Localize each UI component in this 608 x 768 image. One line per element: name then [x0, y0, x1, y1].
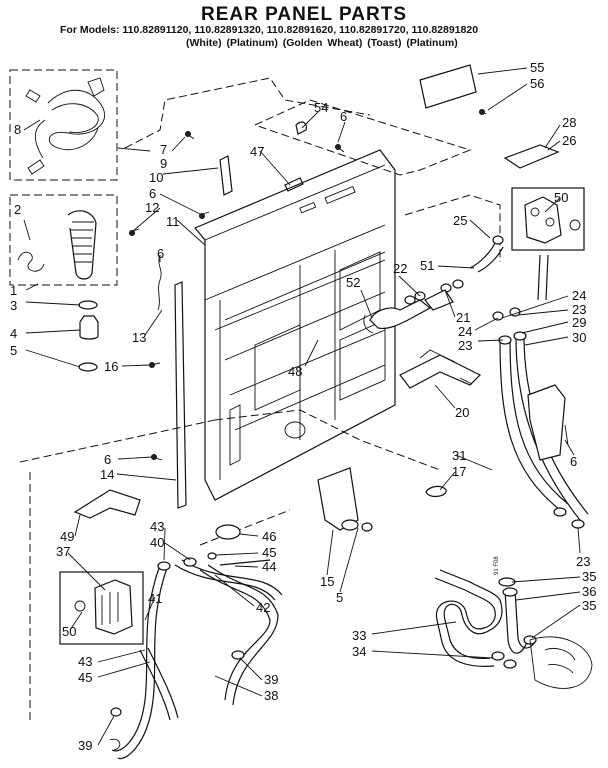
callout-49: 49 — [60, 529, 74, 544]
callout-51: 51 — [420, 258, 434, 273]
callout-47: 47 — [250, 144, 264, 159]
callout-14: 14 — [100, 467, 114, 482]
callout-43: 43 — [150, 519, 164, 534]
callout-33: 33 — [352, 628, 366, 643]
callout-3: 3 — [10, 298, 17, 313]
callout-23: 23 — [458, 338, 472, 353]
callout-39: 39 — [264, 672, 278, 687]
callout-37: 37 — [56, 544, 70, 559]
callout-8: 8 — [14, 122, 21, 137]
power-cord-box — [9, 69, 118, 181]
callout-22: 22 — [393, 261, 407, 276]
callout-36: 36 — [582, 584, 596, 599]
callout-40: 40 — [150, 535, 164, 550]
callout-43: 43 — [78, 654, 92, 669]
callout-55: 55 — [530, 60, 544, 75]
callout-38: 38 — [264, 688, 278, 703]
fittings — [363, 279, 464, 334]
callout-30: 30 — [572, 330, 586, 345]
rear-panel — [194, 149, 396, 501]
component-10 — [219, 155, 233, 196]
callout-26: 26 — [562, 133, 576, 148]
callout-6: 6 — [570, 454, 577, 469]
callout-28: 28 — [562, 115, 576, 130]
callout-6: 6 — [104, 452, 111, 467]
leader-lines — [23, 67, 581, 746]
lower-hoses — [109, 552, 283, 760]
callout-9: 9 — [160, 156, 167, 171]
lower-outline — [19, 409, 441, 720]
callout-25: 25 — [453, 213, 467, 228]
callout-35: 35 — [582, 569, 596, 584]
screws — [129, 131, 345, 461]
callout-41: 41 — [148, 591, 162, 606]
connector-17 — [425, 485, 447, 498]
callout-6: 6 — [149, 186, 156, 201]
water-valve — [511, 187, 585, 251]
bracket-30 — [527, 384, 566, 461]
callout-7: 7 — [160, 142, 167, 157]
callout-42: 42 — [256, 600, 270, 615]
drain-hose — [434, 569, 593, 689]
callout-45: 45 — [262, 545, 276, 560]
callout-48: 48 — [288, 364, 302, 379]
drain-hose-box — [9, 194, 118, 286]
callout-50: 50 — [554, 190, 568, 205]
seal-46 — [215, 524, 241, 540]
callout-6: 6 — [340, 109, 347, 124]
bracket-49 — [73, 489, 141, 519]
small-code-label: 91 F08 — [494, 556, 500, 575]
callout-13: 13 — [132, 330, 146, 345]
callout-54: 54 — [314, 100, 328, 115]
callout-31: 31 — [452, 448, 466, 463]
callout-5: 5 — [10, 343, 17, 358]
valve-bracket-outline — [404, 194, 501, 262]
hose-51 — [469, 242, 496, 269]
callout-24: 24 — [458, 324, 472, 339]
model-numbers: For Models: 110.82891120, 110.82891320, … — [60, 24, 479, 36]
callout-34: 34 — [352, 644, 366, 659]
callout-23: 23 — [576, 554, 590, 569]
callout-35: 35 — [582, 598, 596, 613]
pump-box — [59, 571, 144, 645]
cover-outline — [124, 77, 371, 149]
callout-21: 21 — [456, 310, 470, 325]
callout-12: 12 — [145, 200, 159, 215]
bracket-20 — [399, 354, 482, 389]
callout-1: 1 — [10, 283, 17, 298]
clip-54 — [295, 121, 307, 135]
model-colors: (White) (Platinum) (Golden Wheat) (Toast… — [186, 37, 458, 49]
callout-44: 44 — [262, 559, 276, 574]
callout-46: 46 — [262, 529, 276, 544]
callout-4: 4 — [10, 326, 17, 341]
cable-13 — [157, 254, 162, 311]
drain-pump — [317, 467, 373, 532]
callout-20: 20 — [455, 405, 469, 420]
page-title: REAR PANEL PARTS — [200, 4, 408, 25]
callout-23: 23 — [572, 302, 586, 317]
callout-15: 15 — [320, 574, 334, 589]
callout-17: 17 — [452, 464, 466, 479]
hose-clamps — [78, 300, 99, 372]
callout-5: 5 — [336, 590, 343, 605]
callout-56: 56 — [530, 76, 544, 91]
callout-6: 6 — [157, 246, 164, 261]
callout-39: 39 — [78, 738, 92, 753]
plate-55 — [419, 64, 477, 109]
callout-29: 29 — [572, 315, 586, 330]
left-strip — [174, 281, 187, 509]
callout-2: 2 — [14, 202, 21, 217]
callout-16: 16 — [104, 359, 118, 374]
callout-50: 50 — [62, 624, 76, 639]
callout-52: 52 — [346, 275, 360, 290]
callout-24: 24 — [572, 288, 586, 303]
callout-45: 45 — [78, 670, 92, 685]
top-plate-outline — [254, 99, 472, 176]
bracket-47 — [284, 177, 304, 192]
callout-10: 10 — [149, 170, 163, 185]
callouts: 55 56 54 6 28 26 8 7 9 47 10 6 12 11 50 … — [10, 60, 596, 753]
callout-11: 11 — [166, 214, 180, 229]
bracket-26 — [503, 144, 560, 169]
